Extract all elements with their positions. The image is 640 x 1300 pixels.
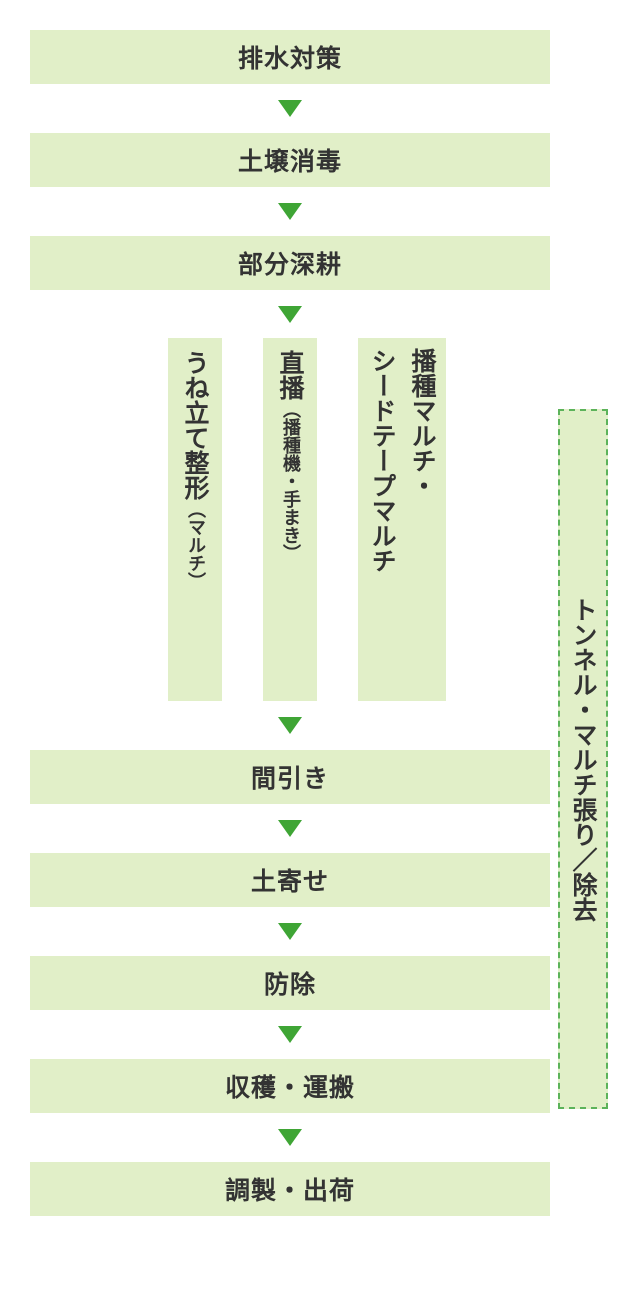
step-main-label: うね立て整形 <box>181 350 210 500</box>
step-ridge-forming: うね立て整形（マルチ） <box>168 338 222 701</box>
step-label: 収穫・運搬 <box>224 1073 355 1102</box>
step-label-line2: シードテープマルチ <box>368 348 397 573</box>
step-seed-mulch: 播種マルチ・シードテープマルチ <box>358 338 446 701</box>
step-label: 調製・出荷 <box>224 1176 355 1205</box>
step-label-line1: 播種マルチ・ <box>408 348 437 498</box>
step-earthing-up: 土寄せ <box>30 853 550 907</box>
step-sub-label: （播種機・手まき） <box>280 400 301 562</box>
side-note-label: トンネル・マルチ張り／除去 <box>569 596 598 922</box>
step-thinning: 間引き <box>30 750 550 804</box>
step-label: 土壌消毒 <box>237 147 342 176</box>
down-arrow-icon <box>278 203 302 220</box>
vertical-label: 直播（播種機・手まき） <box>273 338 307 701</box>
step-deep-tillage: 部分深耕 <box>30 236 550 290</box>
down-arrow-icon <box>278 306 302 323</box>
step-pest-control: 防除 <box>30 956 550 1010</box>
step-sub-label: （マルチ） <box>185 500 206 590</box>
step-label: 土寄せ <box>250 867 329 896</box>
step-label: 排水対策 <box>237 44 342 73</box>
step-direct-sowing: 直播（播種機・手まき） <box>263 338 317 701</box>
vertical-label: うね立て整形（マルチ） <box>178 338 212 701</box>
side-note-tunnel-mulch: トンネル・マルチ張り／除去 <box>558 409 608 1109</box>
step-harvest-transport: 収穫・運搬 <box>30 1059 550 1113</box>
step-drainage: 排水対策 <box>30 30 550 84</box>
down-arrow-icon <box>278 820 302 837</box>
step-main-label: 直播 <box>276 350 305 400</box>
step-soil-disinfection: 土壌消毒 <box>30 133 550 187</box>
down-arrow-icon <box>278 1026 302 1043</box>
down-arrow-icon <box>278 717 302 734</box>
step-label: 部分深耕 <box>237 250 342 279</box>
down-arrow-icon <box>278 1129 302 1146</box>
step-label: 間引き <box>250 764 329 793</box>
vertical-label: 播種マルチ・シードテープマルチ <box>362 338 442 701</box>
step-label: 防除 <box>263 970 316 999</box>
down-arrow-icon <box>278 100 302 117</box>
step-preparation-shipping: 調製・出荷 <box>30 1162 550 1216</box>
down-arrow-icon <box>278 923 302 940</box>
